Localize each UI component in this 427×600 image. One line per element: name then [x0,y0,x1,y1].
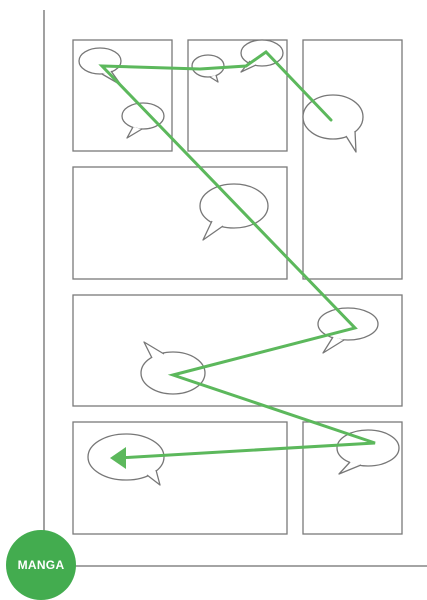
manga-badge: MANGA [6,530,76,600]
speech-bubble-9 [336,429,400,467]
arrow-left-icon [110,447,126,469]
speech-bubble-3-tail [209,74,219,83]
speech-bubble-10-tail [146,469,161,486]
reading-order-path [98,50,376,460]
speech-bubble-7-tail [322,336,345,354]
speech-bubble-2-tail [126,126,143,139]
speech-bubble-6 [199,183,269,229]
speech-bubble-1-body [78,47,122,75]
speech-bubble-5-tail [345,130,357,153]
badge-label: MANGA [17,558,65,572]
speech-bubble-2 [121,102,165,130]
speech-bubble-8-tail [143,341,165,359]
panel-right-tall [302,39,403,280]
speech-bubble-3 [191,54,225,78]
speech-bubble-7 [317,307,379,341]
speech-bubble-8 [140,351,206,395]
speech-bubble-6-tail [202,220,224,241]
speech-bubble-9-tail [338,461,362,475]
